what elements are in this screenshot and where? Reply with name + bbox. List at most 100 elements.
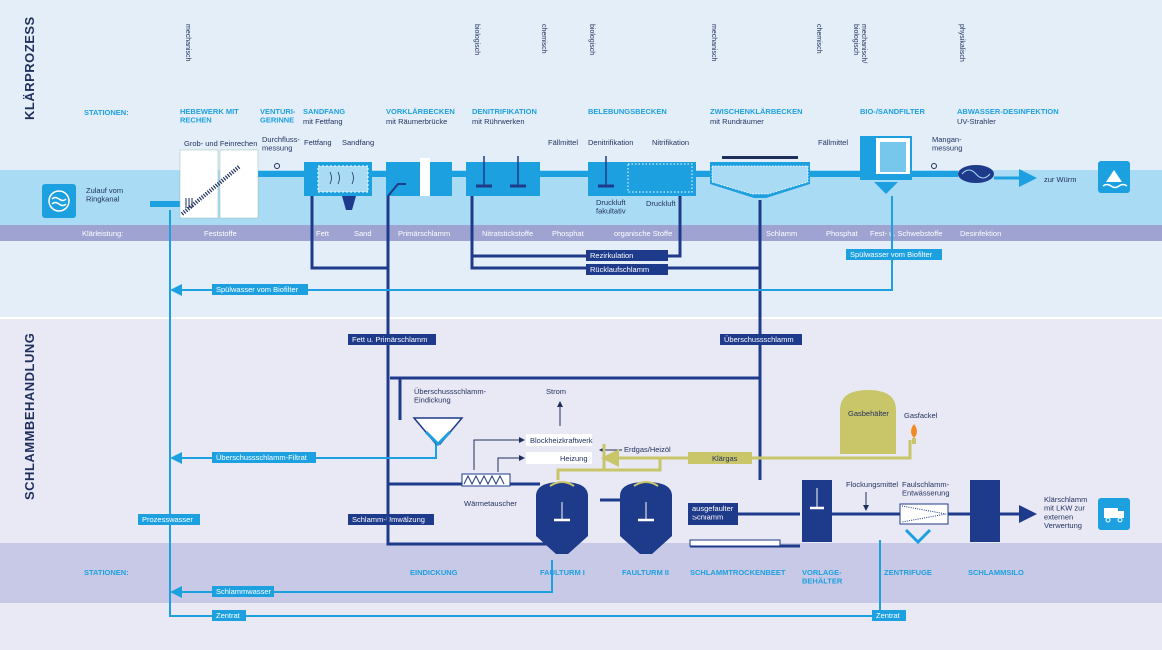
river-icon	[1098, 161, 1130, 193]
text-line: Druckluft	[596, 198, 627, 207]
text-line: RECHEN	[180, 116, 212, 125]
mangan-sensor-icon	[931, 163, 937, 169]
klaerleistung-item: Fest- u. Schwebstoffe	[870, 229, 942, 238]
station-denitrifikation: DENITRIFIKATION	[472, 107, 537, 116]
text-line: biologisch	[852, 24, 859, 55]
category-label: chemisch	[815, 24, 822, 54]
bottom-station-schlammsilo: SCHLAMMSILO	[968, 568, 1024, 577]
category-label: mechanisch/biologisch	[852, 24, 867, 63]
klaergas-box	[688, 452, 752, 464]
label-nitrifikation: Nitrifikation	[652, 138, 689, 147]
flow-fett-primaerschlamm: Fett u. Primärschlamm	[352, 335, 427, 344]
sandfang-tank	[304, 162, 372, 210]
category-label: mechanisch	[710, 24, 717, 61]
klaerleistung-item: Nitratstickstoffe	[482, 229, 533, 238]
process-labels: Grob- und Feinrechen Durchfluss-messung …	[86, 135, 1077, 216]
label-faulschlamm-entwaesserung: Faulschlamm-Entwässerung	[902, 480, 950, 498]
station-vorklaerbecken: VORKLÄRBECKEN	[386, 107, 455, 116]
text-line: VORLAGE-	[802, 568, 842, 577]
flow-prozesswasser: Prozesswasser	[142, 515, 193, 524]
label-blockheizkraftwerk: Blockheizkraftwerk	[530, 436, 593, 445]
klaerleistung-row: Klärleistung: Feststoffe Fett Sand Primä…	[82, 229, 1001, 238]
station-desinfektion: ABWASSER-DESINFEKTION	[957, 107, 1059, 116]
station-zwischenklaerbecken: ZWISCHENKLÄRBECKEN	[710, 107, 803, 116]
label-durchflussmessung: Durchfluss-messung	[262, 135, 300, 153]
klaerleistung-item: Fett	[316, 229, 330, 238]
category-label: mechanisch	[184, 24, 191, 61]
text-line: mit LKW zur	[1044, 504, 1085, 513]
text-line: Schlamm	[692, 513, 723, 522]
durchfluss-sensor-icon	[274, 163, 280, 169]
station-desinfektion-sub: UV-Strahler	[957, 117, 996, 126]
zulauf-icon	[42, 184, 76, 218]
klaerleistung-item: Desinfektion	[960, 229, 1001, 238]
section-title-klaerprozess: KLÄRPROZESS	[22, 16, 37, 120]
schlammsilo-tank	[970, 480, 1000, 542]
label-fettfang: Fettfang	[304, 138, 332, 147]
klaerleistung-label: Klärleistung:	[82, 229, 123, 238]
waermetauscher-unit	[461, 473, 511, 487]
bhkw-box: Blockheizkraftwerk Heizung	[526, 434, 593, 464]
bottom-station-vorlagebehaelter: VORLAGE-BEHÄLTER	[802, 568, 843, 586]
zentrifuge-unit	[899, 503, 949, 545]
klaerprozess-background	[0, 0, 1162, 318]
text-line: GERINNE	[260, 116, 294, 125]
bottom-station-zentrifuge: ZENTRIFUGE	[884, 568, 932, 577]
text-line: Ringkanal	[86, 195, 120, 204]
label-gasfackel: Gasfackel	[904, 411, 938, 420]
flow-spuelwasser-right: Spülwasser vom Biofilter	[850, 250, 933, 259]
station-venturi: VENTURI-GERINNE	[260, 107, 296, 125]
klaerleistung-band	[0, 225, 1162, 241]
category-label: biologisch	[588, 24, 595, 55]
faulturm-1	[536, 481, 588, 554]
label-faellmittel-2: Fällmittel	[818, 138, 848, 147]
klaerleistung-item: organische Stoffe	[614, 229, 672, 238]
category-label: physikalisch	[958, 24, 965, 62]
station-zwischenklaerbecken-sub: mit Rundräumer	[710, 117, 764, 126]
flow-zentrat-right: Zentrat	[876, 611, 901, 620]
category-label: chemisch	[540, 24, 547, 54]
text-line: HEBEWERK MIT	[180, 107, 239, 116]
lkw-truck-icon	[1098, 498, 1130, 530]
text-line: VENTURI-	[260, 107, 296, 116]
biofilter-tank	[860, 136, 912, 194]
category-labels: mechanisch biologisch chemisch biologisc…	[184, 24, 965, 63]
label-faellmittel-1: Fällmittel	[548, 138, 578, 147]
gasbehaelter-tank	[840, 390, 896, 454]
hebewerk-rechen	[179, 149, 259, 219]
text-line: fakultativ	[596, 207, 626, 216]
vorlagebehaelter-tank	[802, 480, 832, 542]
text-line: Überschussschlamm-	[414, 387, 487, 396]
section-title-schlammbehandlung: SCHLAMMBEHANDLUNG	[22, 333, 37, 500]
text-line: Klärschlamm	[1044, 495, 1087, 504]
text-line: Mangan-	[932, 135, 962, 144]
vorklaerbecken-tank	[386, 158, 452, 197]
label-ueberschuss-eindickung: Überschussschlamm-Eindickung	[414, 387, 487, 405]
text-line: Zulauf vom	[86, 186, 123, 195]
klaerleistung-item: Phosphat	[552, 229, 585, 238]
flow-spuelwasser-left: Spülwasser vom Biofilter	[216, 285, 299, 294]
main-flow	[150, 169, 1037, 207]
klaerleistung-item: Phosphat	[826, 229, 859, 238]
label-waermetauscher: Wärmetauscher	[464, 499, 517, 508]
flow-rezirkulation: Rezirkulation	[590, 251, 633, 260]
flow-ruecklaufschlamm: Rücklaufschlamm	[590, 265, 649, 274]
klaerleistung-item: Sand	[354, 229, 372, 238]
label-strom: Strom	[546, 387, 566, 396]
gas-line	[556, 440, 912, 480]
flow-ueberschussschlamm-filtrat: Überschussschlamm-Filtrat	[216, 453, 308, 462]
text-line: Durchfluss-	[262, 135, 300, 144]
flow-schlammwasser: Schlammwasser	[216, 587, 272, 596]
text-line: externen	[1044, 512, 1073, 521]
label-manganmessung: Mangan-messung	[932, 135, 962, 153]
stations-label-top: STATIONEN:	[84, 108, 129, 117]
station-belebungsbecken: BELEBUNGSBECKEN	[588, 107, 667, 116]
category-label: biologisch	[473, 24, 480, 55]
label-erdgas-heizoel: Erdgas/Heizöl	[624, 445, 671, 454]
label-klaergas: Klärgas	[712, 454, 738, 463]
bottom-station-faulturm-2: FAULTURM II	[622, 568, 669, 577]
